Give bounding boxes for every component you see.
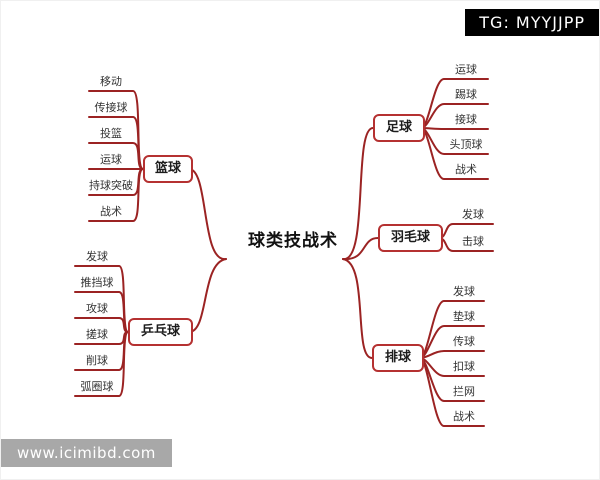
leaf-node: 头顶球 bbox=[449, 138, 483, 151]
leaf-node: 发球 bbox=[86, 250, 108, 263]
leaf-node: 削球 bbox=[86, 354, 108, 367]
leaf-node: 投篮 bbox=[100, 127, 122, 140]
leaf-node: 扣球 bbox=[453, 360, 475, 373]
leaf-node: 踢球 bbox=[455, 88, 477, 101]
leaf-node: 垫球 bbox=[453, 310, 475, 323]
leaf-node: 持球突破 bbox=[89, 179, 133, 192]
leaf-node: 推挡球 bbox=[80, 276, 114, 289]
leaf-node: 发球 bbox=[462, 208, 484, 221]
watermark-top-right: TG: MYYJJPP bbox=[465, 9, 599, 36]
branch-node-table-tennis: 乒乓球 bbox=[128, 318, 193, 346]
branch-node-badminton: 羽毛球 bbox=[378, 224, 443, 252]
center-topic: 球类技战术 bbox=[248, 231, 338, 251]
leaf-node: 击球 bbox=[462, 235, 484, 248]
leaf-node: 搓球 bbox=[86, 328, 108, 341]
leaf-node: 弧圈球 bbox=[80, 380, 114, 393]
leaf-node: 接球 bbox=[455, 113, 477, 126]
leaf-node: 运球 bbox=[100, 153, 122, 166]
leaf-node: 战术 bbox=[100, 205, 122, 218]
branch-node-basketball: 篮球 bbox=[143, 155, 193, 183]
leaf-node: 攻球 bbox=[86, 302, 108, 315]
leaf-node: 战术 bbox=[453, 410, 475, 423]
leaf-node: 移动 bbox=[100, 75, 122, 88]
leaf-node: 发球 bbox=[453, 285, 475, 298]
leaf-node: 运球 bbox=[455, 63, 477, 76]
leaf-node: 传球 bbox=[453, 335, 475, 348]
watermark-bottom-left: www.icimibd.com bbox=[1, 439, 172, 467]
branch-node-volleyball: 排球 bbox=[372, 344, 424, 372]
leaf-node: 战术 bbox=[455, 163, 477, 176]
leaf-node: 拦网 bbox=[453, 385, 475, 398]
branch-node-football: 足球 bbox=[373, 114, 425, 142]
leaf-node: 传接球 bbox=[94, 101, 128, 114]
